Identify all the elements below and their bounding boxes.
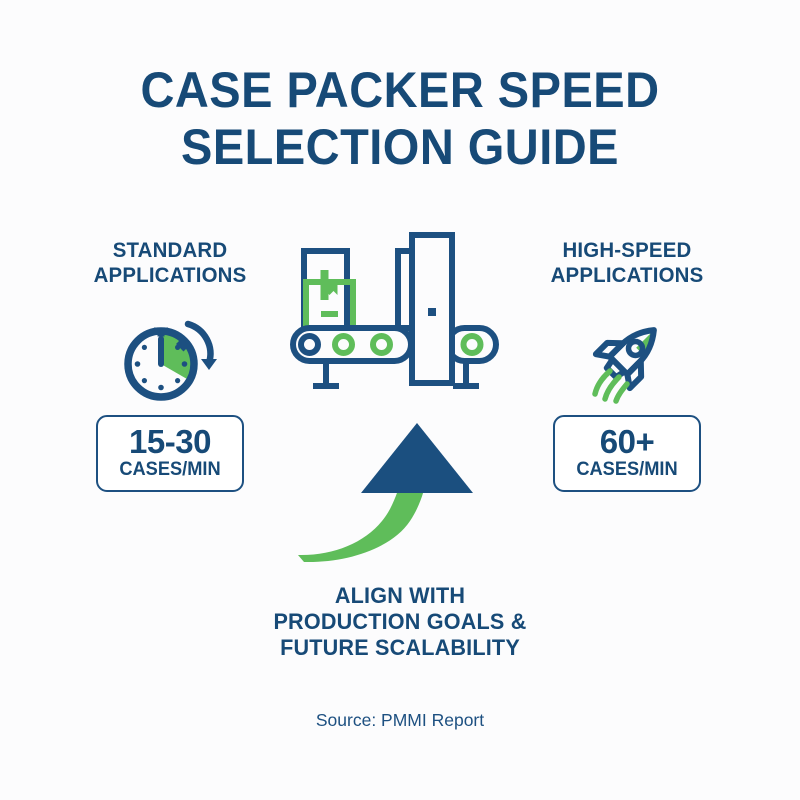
caption-line-2: PRODUCTION GOALS & — [273, 609, 527, 634]
standard-heading-line-1: STANDARD — [112, 238, 228, 262]
standard-speed-badge: 15-30 CASES/MIN — [96, 415, 244, 492]
standard-heading-line-2: APPLICATIONS — [93, 263, 247, 287]
upward-growth-arrow-icon — [298, 423, 473, 563]
high-speed-heading-line-2: APPLICATIONS — [550, 263, 704, 287]
high-speed-badge: 60+ CASES/MIN — [553, 415, 701, 492]
standard-badge-value: 15-30 — [129, 423, 211, 460]
source-attribution: Source: PMMI Report — [315, 710, 485, 730]
stopwatch-icon-wrap — [55, 304, 285, 409]
page-title: CASE PACKER SPEED SELECTION GUIDE — [0, 62, 800, 176]
high-speed-applications-column: HIGH-SPEED APPLICATIONS — [512, 238, 742, 492]
case-packer-machine-illustration — [288, 228, 520, 401]
high-speed-badge-unit: CASES/MIN — [576, 459, 678, 480]
high-speed-applications-heading: HIGH-SPEED APPLICATIONS — [518, 238, 737, 288]
standard-badge-unit: CASES/MIN — [119, 459, 221, 480]
caption-block: ALIGN WITH PRODUCTION GOALS & FUTURE SCA… — [0, 583, 800, 661]
standard-applications-column: STANDARD APPLICATIONS — [55, 238, 285, 492]
caption-line-3: FUTURE SCALABILITY — [280, 635, 520, 660]
case-packer-machine-icon — [290, 232, 499, 389]
high-speed-heading-line-1: HIGH-SPEED — [562, 238, 692, 262]
title-line-2: SELECTION GUIDE — [181, 119, 619, 175]
standard-applications-heading: STANDARD APPLICATIONS — [61, 238, 280, 288]
title-line-1: CASE PACKER SPEED — [140, 62, 660, 118]
rocket-icon-wrap — [512, 304, 742, 409]
rocket-icon — [592, 326, 657, 404]
stopwatch-icon — [124, 320, 217, 401]
high-speed-badge-value: 60+ — [599, 423, 655, 460]
caption-line-1: ALIGN WITH — [334, 583, 466, 608]
growth-arrow-illustration — [296, 415, 512, 570]
